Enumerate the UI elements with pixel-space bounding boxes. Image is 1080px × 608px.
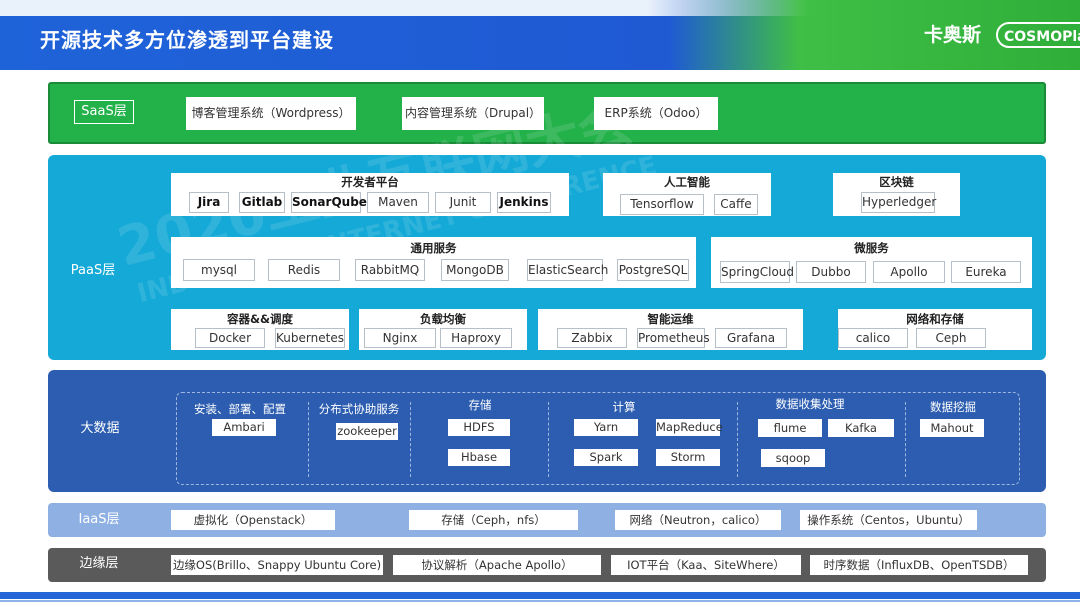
chip-ceph: Ceph [916, 328, 986, 348]
chip-mapreduce: MapReduce [656, 419, 723, 436]
chip-flume: flume [758, 419, 822, 437]
bigdata-dashed-frame [176, 392, 1020, 485]
header-highlight [0, 0, 1080, 16]
bigdata-divider-5 [905, 402, 906, 477]
footer-bar [0, 592, 1080, 599]
chip-mahout: Mahout [920, 419, 984, 437]
chip-nginx: Nginx [364, 328, 436, 348]
smart-ops-title: 智能运维 [647, 312, 694, 326]
saas-label: SaaS层 [74, 100, 134, 124]
iaas-item-os: 操作系统（Centos，Ubuntu） [800, 510, 977, 530]
chip-springcloud: SpringCloud [720, 261, 794, 283]
chip-eureka: Eureka [951, 261, 1021, 283]
chip-sonarqube: SonarQube [291, 192, 367, 213]
chip-rabbitmq: RabbitMQ [355, 259, 425, 281]
chip-calico: calico [838, 328, 908, 348]
chip-haproxy: Haproxy [440, 328, 512, 348]
chip-kafka: Kafka [828, 419, 894, 437]
chip-hbase: Hbase [448, 449, 510, 466]
edge-item-os: 边缘OS(Brillo、Snappy Ubuntu Core) [171, 555, 383, 575]
chip-apollo: Apollo [873, 261, 945, 283]
edge-label: 边缘层 [79, 556, 119, 571]
chip-mysql: mysql [183, 259, 255, 281]
blockchain-title: 区块链 [879, 175, 914, 189]
chip-gitlab: Gitlab [239, 192, 285, 213]
chip-kubernetes: Kubernetes [275, 328, 345, 348]
dev-platform-title: 开发者平台 [341, 175, 399, 189]
bigdata-divider-2 [410, 402, 411, 477]
storage-title: 存储 [468, 398, 492, 412]
chip-grafana: Grafana [715, 328, 787, 348]
chip-hdfs: HDFS [448, 419, 510, 436]
common-services-panel [171, 237, 696, 288]
chip-mongodb: MongoDB [441, 259, 509, 281]
edge-item-timeseries: 时序数据（InfluxDB、OpenTSDB） [810, 555, 1028, 575]
iaas-item-network: 网络（Neutron，calico） [615, 510, 781, 530]
bigdata-divider-3 [548, 402, 549, 477]
saas-item-drupal: 内容管理系统（Drupal） [402, 97, 544, 130]
container-title: 容器&&调度 [226, 312, 294, 326]
logo-text-en: COSMOPlat [996, 22, 1080, 48]
logo-text-cn: 卡奥斯 [924, 24, 982, 46]
chip-yarn: Yarn [574, 419, 638, 436]
chip-maven: Maven [367, 192, 429, 213]
page-title: 开源技术多方位渗透到平台建设 [40, 28, 334, 52]
chip-elasticsearch: ElasticSearch [527, 259, 608, 281]
chip-dubbo: Dubbo [796, 261, 866, 283]
install-title: 安装、部署、配置 [194, 402, 286, 416]
footer-bar-light [0, 600, 1080, 602]
saas-item-odoo: ERP系统（Odoo） [594, 97, 718, 130]
chip-zabbix: Zabbix [557, 328, 627, 348]
paas-label: PaaS层 [70, 263, 116, 278]
edge-item-iot: IOT平台（Kaa、SiteWhere） [611, 555, 801, 575]
bigdata-divider-4 [737, 402, 738, 477]
edge-item-protocol: 协议解析（Apache Apollo） [393, 555, 601, 575]
chip-docker: Docker [195, 328, 265, 348]
chip-jira: Jira [189, 192, 229, 213]
compute-title: 计算 [612, 400, 636, 414]
iaas-item-virtualization: 虚拟化（Openstack） [171, 510, 335, 530]
chip-jenkins: Jenkins [497, 192, 551, 213]
chip-tensorflow: Tensorflow [620, 194, 704, 215]
bigdata-label: 大数据 [80, 421, 120, 436]
chip-sqoop: sqoop [761, 449, 825, 467]
chip-storm: Storm [656, 449, 720, 466]
chip-postgresql: PostgreSQL [617, 259, 689, 281]
mining-title: 数据挖掘 [930, 400, 976, 414]
bigdata-divider-1 [308, 402, 309, 477]
coord-title: 分布式协助服务 [318, 402, 400, 416]
chip-prometheus: Prometheus [637, 328, 710, 348]
microservices-title: 微服务 [854, 241, 889, 255]
ai-title: 人工智能 [664, 175, 710, 189]
chip-junit: Junit [435, 192, 491, 213]
saas-item-wordpress: 博客管理系统（Wordpress） [186, 97, 356, 130]
common-services-title: 通用服务 [410, 241, 457, 255]
chip-redis: Redis [268, 259, 340, 281]
chip-zookeeper: zookeeper [336, 423, 398, 440]
iaas-item-storage: 存储（Ceph，nfs） [409, 510, 578, 530]
chip-caffe: Caffe [714, 194, 758, 215]
chip-hyperledger: Hyperledger [861, 192, 936, 213]
load-balance-title: 负载均衡 [420, 312, 466, 326]
iaas-label: IaaS层 [78, 512, 120, 527]
collect-title: 数据收集处理 [775, 397, 845, 411]
chip-spark: Spark [574, 449, 638, 466]
network-storage-title: 网络和存储 [906, 312, 964, 326]
chip-ambari: Ambari [212, 419, 276, 436]
